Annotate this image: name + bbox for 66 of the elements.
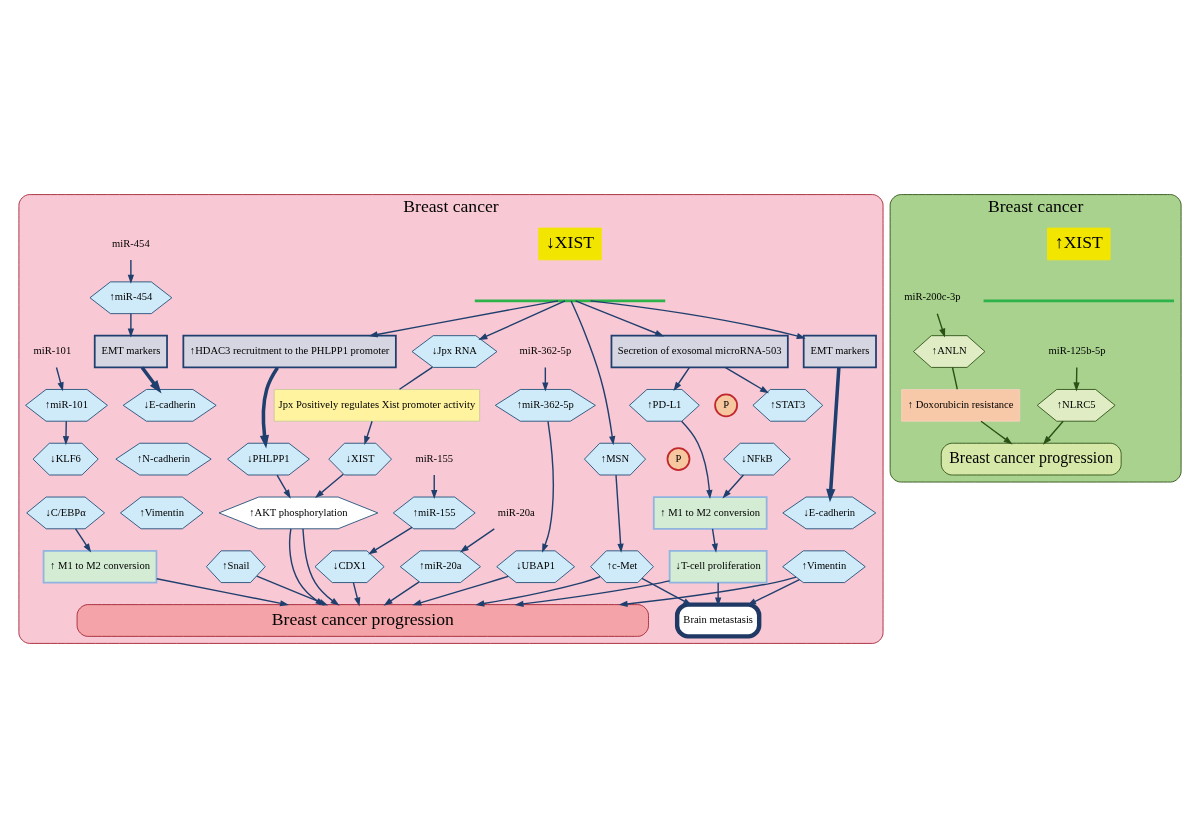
node-text: miR-101 xyxy=(33,344,72,356)
node-box: ↓T-cell proliferation xyxy=(668,549,768,583)
arrow xyxy=(352,581,361,606)
node-circle: P xyxy=(666,446,691,471)
arrow xyxy=(459,527,495,553)
arrow xyxy=(74,527,92,552)
arrow xyxy=(156,577,290,606)
node-box: Jpx Positively regulates Xist promoter activity xyxy=(273,388,481,422)
node-box: ↑ M1 to M2 conversion xyxy=(42,549,158,583)
arrow xyxy=(475,575,601,607)
node-box: ↑ Doxorubicin resistance xyxy=(901,388,1021,422)
arrow xyxy=(368,299,559,337)
node-box: Breast cancer progression xyxy=(940,442,1122,475)
arrow xyxy=(62,420,70,445)
arrow xyxy=(980,420,1013,444)
node-circle: P xyxy=(714,392,738,417)
node-box: Brain metastasis xyxy=(674,601,762,639)
node-box: ↑ M1 to M2 conversion xyxy=(652,495,768,530)
arrow xyxy=(288,527,325,606)
connector xyxy=(398,366,434,390)
arrow xyxy=(478,299,566,340)
arrow xyxy=(542,420,554,553)
node-box: EMT markers xyxy=(802,334,877,368)
arrow xyxy=(127,258,135,284)
node-text: miR-200c-3p xyxy=(904,290,961,302)
connector xyxy=(951,366,958,390)
arrow xyxy=(711,527,718,553)
arrow xyxy=(55,366,64,391)
arrow xyxy=(724,366,769,393)
arrow xyxy=(1042,420,1064,445)
node-box: ↑HDAC3 recruitment to the PHLPP1 promoter xyxy=(182,334,397,368)
arrow xyxy=(615,473,624,553)
node-picture xyxy=(474,299,666,302)
node-text: miR-20a xyxy=(497,506,535,518)
node-box: EMT markers xyxy=(93,334,168,368)
node-picture xyxy=(983,299,1175,302)
node-text: miR-125b-5p xyxy=(1048,344,1106,356)
node-text: miR-454 xyxy=(112,237,150,249)
arrow xyxy=(673,366,691,391)
node-box: Secretion of exosomal microRNA-503 xyxy=(610,334,789,368)
arrow xyxy=(514,579,671,607)
arrow xyxy=(259,366,279,448)
arrow xyxy=(574,299,665,336)
arrow xyxy=(618,575,797,607)
node-box: ↑XIST xyxy=(1047,227,1111,260)
arrow xyxy=(826,366,841,502)
arrow xyxy=(368,526,413,554)
arrow xyxy=(722,473,745,498)
arrow xyxy=(140,365,162,394)
node-text: miR-362-5p xyxy=(519,344,572,356)
arrow xyxy=(747,578,801,605)
arrow xyxy=(412,575,509,606)
arrow xyxy=(680,420,713,499)
arrow xyxy=(383,580,420,606)
node-box: Breast cancer progression xyxy=(76,603,649,637)
arrow xyxy=(641,577,693,605)
arrow xyxy=(127,312,135,338)
node-box: ↓XIST xyxy=(538,227,602,260)
arrow xyxy=(715,581,722,607)
arrow xyxy=(314,473,344,498)
arrow xyxy=(570,299,616,445)
arrow xyxy=(936,312,946,337)
arrow xyxy=(276,473,291,499)
arrow xyxy=(589,299,806,339)
node-text: miR-155 xyxy=(415,452,454,464)
arrow xyxy=(364,420,373,445)
